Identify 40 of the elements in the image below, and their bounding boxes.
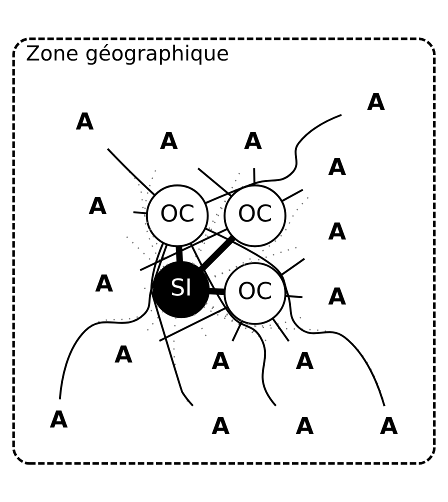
connector [282, 188, 304, 202]
node-text: A [88, 192, 107, 220]
connector [197, 167, 232, 196]
connector [205, 113, 342, 204]
node-text: A [50, 406, 68, 433]
node-text: A [380, 412, 398, 440]
connector [285, 294, 302, 298]
connector [203, 306, 303, 326]
connector [144, 168, 164, 267]
node-circle: OC [146, 184, 209, 247]
connector [198, 234, 236, 272]
connector [208, 287, 225, 295]
connector [253, 168, 256, 185]
node-text: A [114, 341, 133, 368]
connector [206, 302, 386, 406]
connector [133, 210, 147, 214]
node-text: A [160, 128, 178, 155]
connector [232, 320, 243, 341]
node-circle: SI [152, 260, 210, 318]
connector [193, 167, 242, 264]
node-text: A [366, 88, 386, 116]
node-text: A [76, 108, 94, 136]
node-text: A [328, 218, 346, 246]
node-text: A [212, 412, 230, 440]
connector [190, 242, 277, 406]
connector [204, 226, 386, 406]
connector [280, 257, 306, 276]
node-text: A [296, 348, 314, 375]
node-circle: OC [224, 184, 286, 247]
node-text: A [296, 412, 314, 440]
connector [272, 317, 290, 342]
node-text: A [244, 128, 262, 155]
node-text: A [95, 270, 114, 297]
connector [176, 246, 183, 262]
node-text: A [328, 282, 346, 310]
node-text: A [328, 153, 346, 180]
node-text: A [212, 348, 230, 375]
connector [140, 228, 228, 271]
node-circle: OC [224, 262, 286, 324]
connector [106, 148, 156, 196]
